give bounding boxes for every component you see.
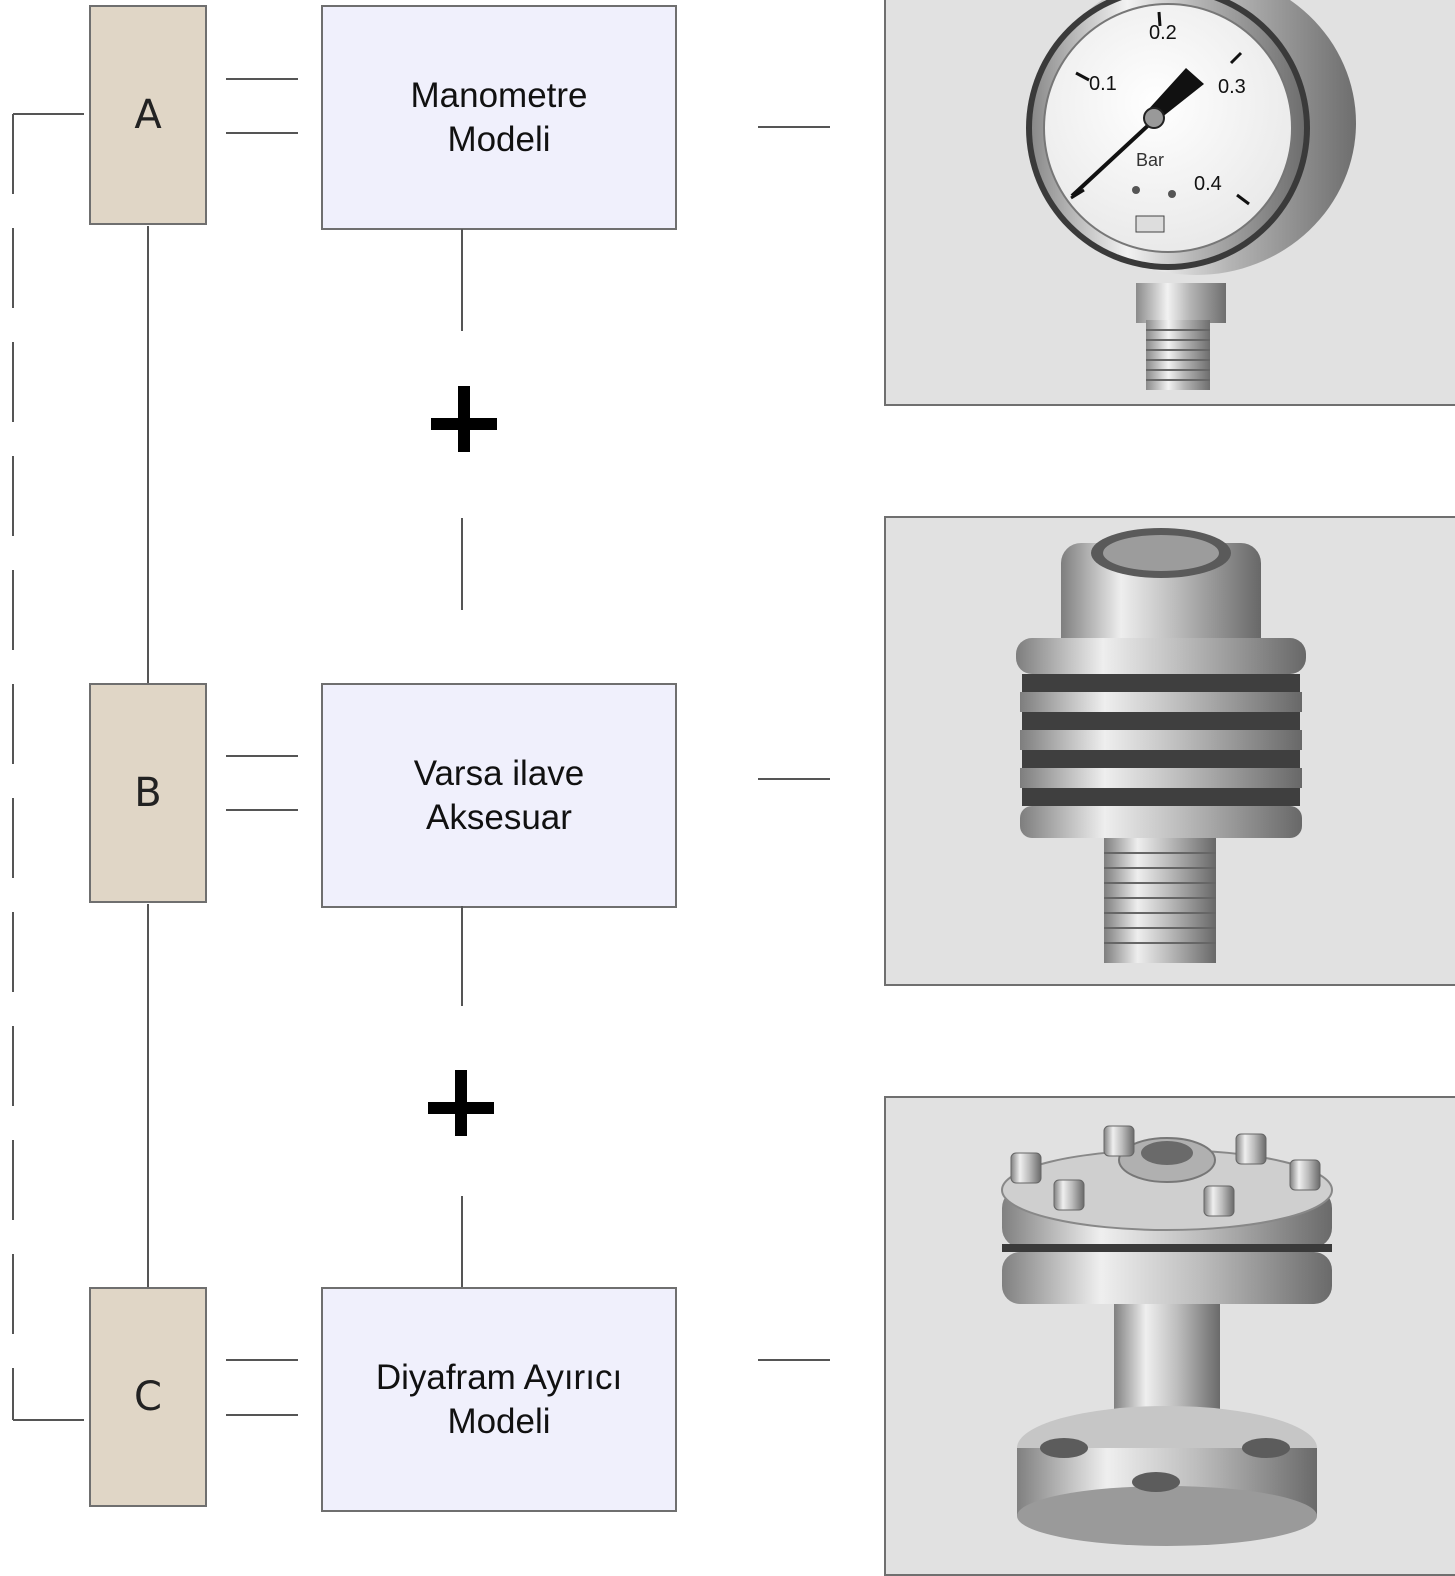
stage-b-tick-2 [226, 809, 298, 811]
plus-2-line-top [461, 906, 463, 1006]
stage-a-label-line1: Manometre [410, 74, 587, 118]
stage-a-letter: A [134, 92, 161, 138]
plus-icon-1 [431, 386, 511, 466]
stage-b-letter: B [134, 770, 161, 816]
stage-c-label-box: Diyafram Ayırıcı Modeli [321, 1287, 677, 1512]
stage-a-label-line2: Modeli [410, 118, 587, 162]
gauge-tick-2: 0.2 [1149, 22, 1177, 44]
stage-c-tick-2 [226, 1414, 298, 1416]
stage-b-label-line1: Varsa ilave [414, 752, 585, 796]
stage-b-tick-1 [226, 755, 298, 757]
diaphragm-photo [884, 1096, 1455, 1576]
stage-a-tick-2 [226, 132, 298, 134]
stage-c-label-line1: Diyafram Ayırıcı [376, 1356, 622, 1400]
gauge-tick-3: 0.3 [1218, 76, 1246, 98]
connector-b-c [147, 904, 149, 1288]
stage-c-tick-1 [226, 1359, 298, 1361]
gauge-unit: Bar [1136, 150, 1164, 170]
stage-a-tick-1 [226, 78, 298, 80]
plus-1-line-top [461, 229, 463, 331]
gauge-tick-4: 0.4 [1194, 173, 1222, 195]
stage-b-label-line2: Aksesuar [414, 796, 585, 840]
stage-b-photo-link [758, 778, 830, 780]
pressure-gauge-icon: 0.1 0.2 0.3 0.4 Bar [886, 0, 1455, 406]
stage-c-letter: C [134, 1374, 162, 1420]
stage-c-label-line2: Modeli [376, 1400, 622, 1444]
stage-b-label-box: Varsa ilave Aksesuar [321, 683, 677, 908]
plus-2-line-bottom [461, 1196, 463, 1288]
dashed-bracket [0, 0, 100, 1564]
stage-c-box: C [89, 1287, 207, 1507]
cooling-element-icon [886, 518, 1455, 986]
plus-icon-2 [428, 1070, 508, 1150]
diaphragm-seal-icon [886, 1098, 1455, 1576]
stage-a-photo-link [758, 126, 830, 128]
plus-1-line-bottom [461, 518, 463, 610]
gauge-photo: 0.1 0.2 0.3 0.4 Bar [884, 0, 1455, 406]
gauge-tick-1: 0.1 [1089, 73, 1117, 95]
stage-c-photo-link [758, 1359, 830, 1361]
accessory-photo [884, 516, 1455, 986]
stage-b-box: B [89, 683, 207, 903]
connector-a-b [147, 226, 149, 684]
stage-a-label-box: Manometre Modeli [321, 5, 677, 230]
stage-a-box: A [89, 5, 207, 225]
